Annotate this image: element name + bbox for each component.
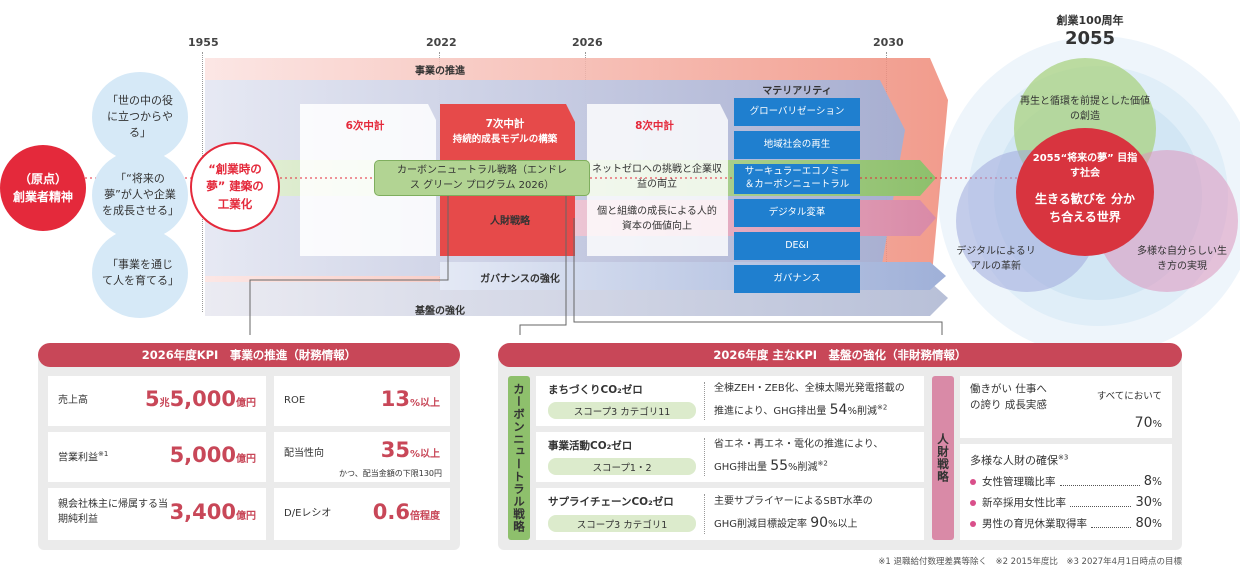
year-2026: 2026: [572, 36, 603, 49]
cn-strategy-card: カーボンニュートラル戦略（エンドレス グリーン プログラム 2026）: [374, 160, 590, 196]
year-2022: 2022: [426, 36, 457, 49]
centennial-label: 創業100周年: [1056, 14, 1124, 27]
kpi-nonfin-header: 2026年度 主なKPI 基盤の強化（非財務情報）: [498, 343, 1182, 367]
origin-line1: （原点）: [18, 172, 67, 186]
future-top-text: 再生と循環を前提とした価値の創造: [1020, 96, 1150, 122]
row3-desc2: GHG削減目標設定率 90%以上: [714, 515, 858, 531]
row2-desc2: GHG排出量 55%削減※2: [714, 458, 828, 474]
row3-divider: [704, 494, 705, 534]
future-center-title: 2055“将来の夢” 目指す社会: [1032, 153, 1138, 179]
materiality-item-dx: デジタル変革: [734, 199, 860, 227]
kpi-roe-value: 13%以上: [380, 387, 440, 411]
row1-scope: スコープ3 カテゴリ11: [548, 402, 696, 419]
kpi-cn-vertical-label: カーボンニュートラル戦略: [508, 376, 530, 540]
connector-nonfin-cn: [519, 178, 567, 335]
diversity-item-3: 男性の育児休業取得率 80%: [970, 516, 1162, 531]
plan8-label: 8次中計: [635, 120, 674, 132]
kpi-nonfin-row-3: サプライチェーンCO₂ゼロ スコープ3 カテゴリ1 主要サプライヤーによるSBT…: [536, 488, 924, 540]
kpi-payout-label: 配当性向: [284, 448, 324, 459]
kpi-op-cell: 営業利益※1 5,000億円: [48, 432, 266, 482]
origin-line2: 創業者精神: [12, 190, 73, 204]
year-1955: 1955: [188, 36, 219, 49]
connector-financial: [249, 178, 449, 335]
year-2030: 2030: [873, 36, 904, 49]
diversity-title: 多様な人財の確保※3: [970, 453, 1069, 467]
venn-center: [1016, 128, 1154, 256]
materiality-item-governance: ガバナンス: [734, 265, 860, 293]
kpi-sales-label: 売上高: [58, 395, 88, 406]
kpi-engagement-cell: 働きがい 仕事への誇り 成長実感 すべてにおいて 70%: [960, 376, 1172, 438]
connector-nonfin-hr: [573, 218, 943, 335]
future-left-text: デジタルによるリアルの革新: [956, 246, 1036, 272]
card-plan8: [587, 104, 728, 256]
bullet-dot: [970, 499, 976, 506]
bullet-dot: [970, 520, 976, 527]
kpi-roe-cell: ROE 13%以上: [274, 376, 450, 426]
kpi-net-value: 3,400億円: [169, 500, 256, 524]
engagement-scope: すべてにおいて: [1096, 391, 1162, 402]
materiality-item-globalization: グローバリゼーション: [734, 98, 860, 126]
kpi-de-value: 0.6倍程度: [372, 500, 440, 524]
kpi-financial-header: 2026年度KPI 事業の推進（財務情報）: [38, 343, 460, 367]
kpi-nonfin-row-1: まちづくりCO₂ゼロ スコープ3 カテゴリ11 全棟ZEH・ZEB化、全棟太陽光…: [536, 376, 924, 426]
future-right-text: 多様な自分らしい生き方の実現: [1137, 246, 1227, 272]
bullet-dot: [970, 478, 976, 485]
materiality-item-community: 地域社会の再生: [734, 131, 860, 159]
value-bubble-2: 「“将来の夢”が人や企業を成長させる」: [92, 150, 188, 240]
row2-title: 事業活動CO₂ゼロ: [548, 440, 633, 452]
hr-strategy-label: 人財戦略: [490, 216, 530, 227]
row1-desc2: 推進により、GHG排出量 54%削減※2: [714, 402, 888, 418]
row3-desc1: 主要サプライヤーによるSBT水準の: [714, 496, 873, 507]
kpi-nonfin-row-2: 事業活動CO₂ゼロ スコープ1・2 省エネ・再エネ・電化の推進により、 GHG排…: [536, 432, 924, 482]
row2-desc1: 省エネ・再エネ・電化の推進により、: [714, 439, 884, 450]
plan6-label: 6次中計: [345, 120, 385, 132]
kpi-op-label: 営業利益※1: [58, 450, 109, 464]
kpi-hr-vertical-label: 人財戦略: [932, 376, 954, 540]
origin-circle: （原点） 創業者精神: [0, 145, 86, 231]
kpi-net-label: 親会社株主に帰属する当期純利益: [58, 499, 168, 525]
kpi-roe-label: ROE: [284, 395, 306, 406]
footnote: ※1 退職給付数理差異等除く ※2 2015年度比 ※3 2027年4月1日時点…: [878, 557, 1182, 567]
card-plan6: [300, 104, 436, 256]
materiality-item-circular: サーキュラーエコノミー＆カーボンニュートラル: [734, 164, 860, 194]
hr-next-text: 個と組織の成長による人的資本の価値向上: [597, 206, 717, 232]
kpi-payout-cell: 配当性向 35%以上 かつ、配当金額の下限130円: [274, 432, 450, 482]
materiality-item-dei: DE&I: [734, 232, 860, 260]
row2-divider: [704, 438, 705, 476]
band-label-governance: ガバナンスの強化: [480, 274, 560, 285]
engagement-label: 働きがい 仕事への誇り 成長実感: [970, 383, 1047, 411]
engagement-value: 70%: [1134, 415, 1162, 431]
kpi-sales-cell: 売上高 5兆5,000億円: [48, 376, 266, 426]
cn-next-text: ネットゼロへの挑戦と企業収益の両立: [592, 164, 722, 190]
band-label-business: 事業の推進: [415, 66, 465, 77]
materiality-title: マテリアリティ: [762, 86, 832, 97]
plan7-title: 7次中計: [485, 118, 525, 130]
row2-scope: スコープ1・2: [548, 458, 696, 475]
founding-dream-circle: “創業時の夢” 建築の工業化: [190, 142, 280, 232]
kpi-op-value: 5,000億円: [169, 443, 256, 467]
value-bubble-1: 「世の中の役に立つからやる」: [92, 72, 188, 162]
centennial-year: 2055: [1064, 28, 1116, 49]
row1-divider: [704, 382, 705, 420]
band-label-foundation: 基盤の強化: [415, 306, 465, 317]
kpi-de-cell: D/Eレシオ 0.6倍程度: [274, 488, 450, 540]
kpi-diversity-cell: 多様な人財の確保※3 女性管理職比率 8% 新卒採用女性比率 30% 男性の育児…: [960, 444, 1172, 540]
timeline-diagram: 1955 2022 2026 2030 創業100周年 2055: [0, 14, 1240, 356]
kpi-payout-value: 35%以上: [380, 438, 440, 462]
kpi-sales-value: 5兆5,000億円: [144, 387, 256, 411]
row3-title: サプライチェーンCO₂ゼロ: [548, 496, 674, 508]
row1-title: まちづくりCO₂ゼロ: [548, 384, 643, 396]
kpi-de-label: D/Eレシオ: [284, 508, 332, 519]
kpi-payout-note: かつ、配当金額の下限130円: [339, 469, 442, 478]
diversity-item-2: 新卒採用女性比率 30%: [970, 495, 1162, 510]
value-bubble-3: 「事業を通じて人を育てる」: [92, 228, 188, 318]
future-center-main: 生きる歓びを 分かち合える世界: [1035, 192, 1135, 224]
diversity-item-1: 女性管理職比率 8%: [970, 474, 1162, 489]
row3-scope: スコープ3 カテゴリ1: [548, 515, 696, 532]
kpi-net-cell: 親会社株主に帰属する当期純利益 3,400億円: [48, 488, 266, 540]
row1-desc1: 全棟ZEH・ZEB化、全棟太陽光発電搭載の: [714, 383, 905, 394]
plan7-sub: 持続的成長モデルの構築: [452, 134, 558, 145]
